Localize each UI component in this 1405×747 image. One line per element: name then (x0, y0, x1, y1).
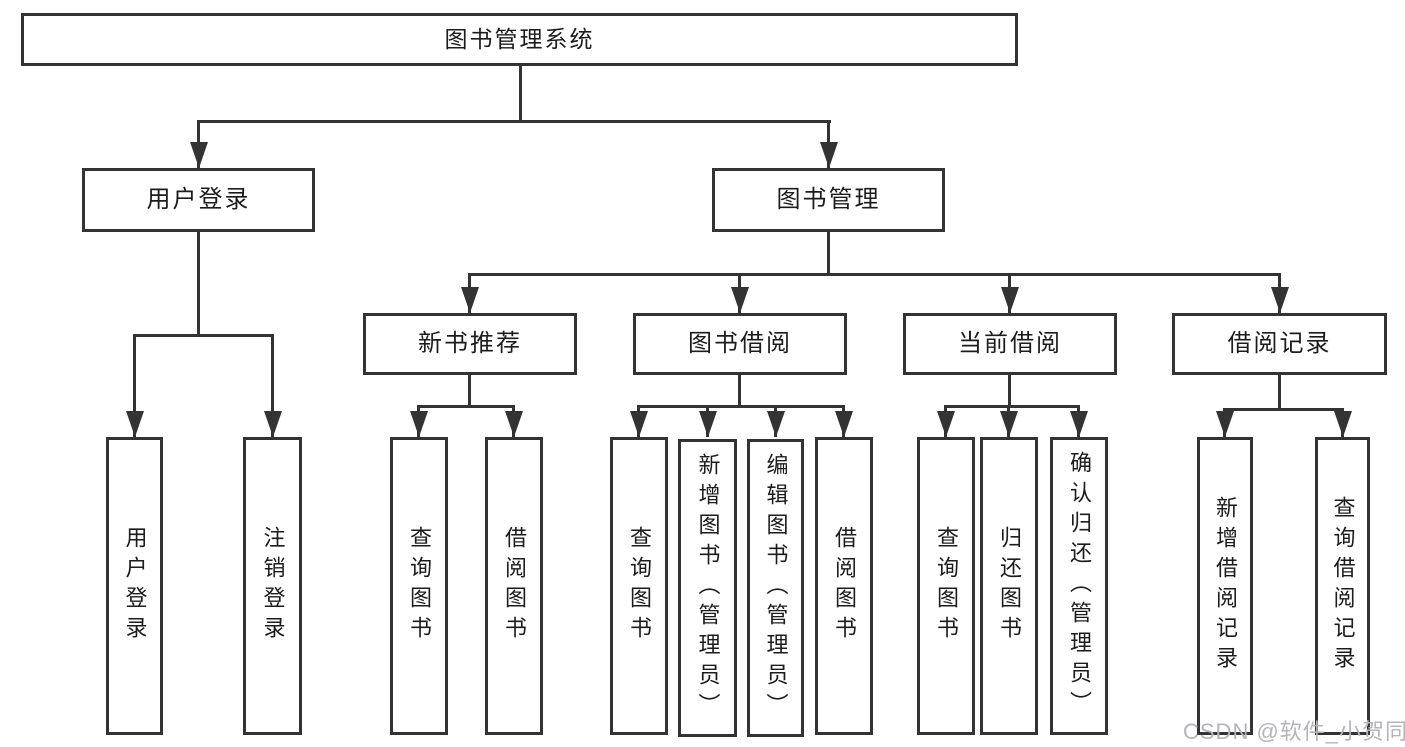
leaf-user-login: 用户登录 (106, 437, 163, 735)
leaf-current-query-books: 查询图书 (917, 437, 975, 735)
connector-login-leg-1 (133, 334, 136, 437)
leaf-label: 编辑图书（管理员） (763, 453, 789, 723)
leaf-record-add-borrow-record: 新增借阅记录 (1197, 437, 1253, 735)
leaf-label: 借阅图书 (832, 526, 857, 646)
leaf-borrow-add-books-admin: 新增图书（管理员） (678, 439, 737, 737)
node-current-borrow: 当前借阅 (903, 313, 1117, 375)
node-label: 图书管理 (776, 186, 881, 213)
connector-mgmt-stem (827, 232, 830, 273)
node-label: 借阅记录 (1227, 330, 1332, 357)
connector-login-leg-2 (271, 334, 274, 437)
connector-root-crossbar (197, 120, 831, 123)
node-label: 当前借阅 (958, 330, 1062, 357)
arrow-down-icon (1271, 287, 1289, 313)
node-book-borrow: 图书借阅 (633, 313, 847, 375)
node-library-management-system: 图书管理系统 (21, 13, 1018, 66)
node-borrow-record: 借阅记录 (1172, 313, 1387, 375)
node-label: 用户登录 (146, 186, 251, 213)
arrow-down-icon (1001, 287, 1019, 313)
leaf-logout: 注销登录 (243, 437, 302, 735)
connector-bookborrow-crossbar (637, 405, 845, 408)
leaf-label: 借阅图书 (502, 526, 527, 646)
arrow-down-icon (190, 142, 208, 168)
csdn-watermark: CSDN @软件_小贺同学 (1183, 719, 1405, 744)
arrow-down-icon (820, 142, 838, 168)
leaf-label: 确认归还（管理员） (1067, 451, 1092, 721)
node-new-book-recommend: 新书推荐 (363, 313, 577, 375)
leaf-borrow-edit-books-admin: 编辑图书（管理员） (747, 439, 804, 737)
arrow-down-icon (1070, 411, 1088, 437)
arrow-down-icon (937, 411, 955, 437)
arrow-down-icon (264, 411, 282, 437)
leaf-newbook-query-books: 查询图书 (390, 437, 448, 735)
arrow-down-icon (630, 411, 648, 437)
node-book-management: 图书管理 (712, 168, 945, 232)
leaf-label: 查询图书 (627, 526, 652, 646)
arrow-down-icon (461, 287, 479, 313)
leaf-label: 用户登录 (122, 526, 148, 646)
connector-newbook-stem (468, 375, 471, 405)
node-label: 图书管理系统 (444, 26, 595, 52)
leaf-borrow-query-books: 查询图书 (610, 437, 668, 735)
connector-login-stem (197, 232, 200, 334)
connector-newbook-crossbar (417, 405, 515, 408)
connector-bookborrow-stem (738, 375, 741, 405)
arrow-down-icon (410, 411, 428, 437)
arrow-down-icon (1000, 411, 1018, 437)
arrow-down-icon (126, 411, 144, 437)
node-label: 新书推荐 (418, 330, 522, 357)
arrow-down-icon (505, 411, 523, 437)
leaf-borrow-borrow-books: 借阅图书 (815, 437, 873, 735)
arrow-down-icon (731, 287, 749, 313)
arrow-down-icon (767, 411, 785, 437)
arrow-down-icon (1334, 411, 1352, 437)
leaf-label: 新增借阅记录 (1213, 496, 1238, 676)
leaf-label: 注销登录 (260, 526, 286, 646)
connector-currentborrow-crossbar (944, 405, 1080, 408)
node-label: 图书借阅 (688, 330, 792, 357)
connector-root-stem (519, 66, 522, 120)
connector-mgmt-crossbar (468, 273, 1281, 276)
connector-borrowrecord-crossbar (1223, 408, 1344, 411)
connector-login-crossbar (133, 334, 274, 337)
leaf-label: 查询图书 (934, 526, 959, 646)
arrow-down-icon (1216, 411, 1234, 437)
arrow-down-icon (835, 411, 853, 437)
node-user-login: 用户登录 (82, 168, 315, 232)
leaf-label: 查询图书 (407, 526, 432, 646)
leaf-current-return-books: 归还图书 (980, 437, 1038, 735)
leaf-newbook-borrow-books: 借阅图书 (485, 437, 543, 735)
leaf-record-query-borrow-record: 查询借阅记录 (1315, 437, 1370, 735)
leaf-label: 新增图书（管理员） (695, 453, 721, 723)
connector-currentborrow-stem (1008, 375, 1011, 405)
arrow-down-icon (699, 411, 717, 437)
connector-borrowrecord-stem (1278, 375, 1281, 408)
leaf-current-confirm-return-admin: 确认归还（管理员） (1050, 437, 1108, 735)
leaf-label: 归还图书 (997, 526, 1022, 646)
leaf-label: 查询借阅记录 (1330, 496, 1356, 676)
